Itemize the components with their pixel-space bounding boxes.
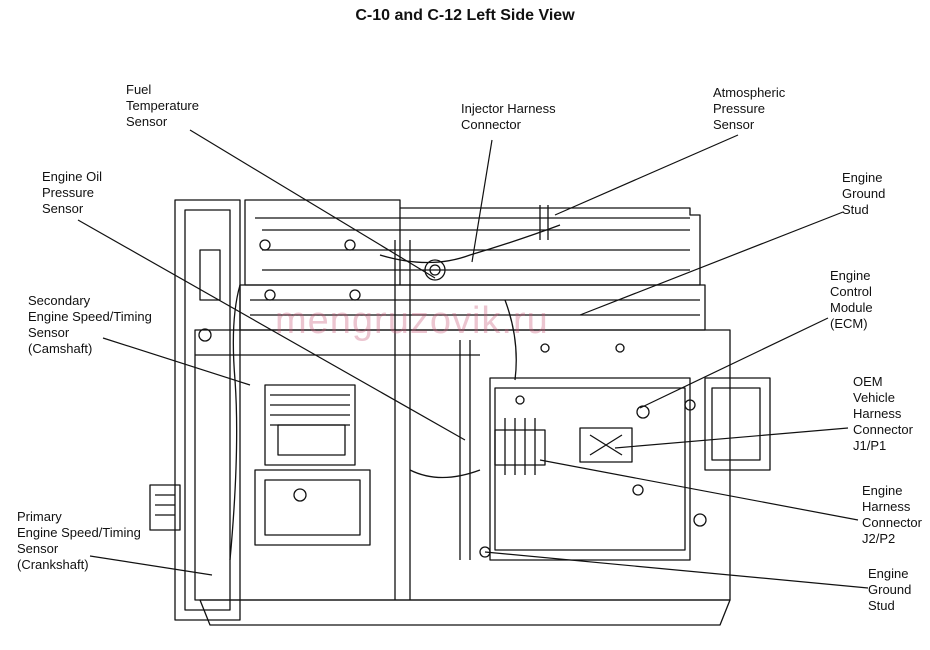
engine-harness-connector-label: Engine Harness Connector J2/P2 — [862, 483, 922, 546]
diagram-title: C-10 and C-12 Left Side View — [355, 7, 575, 24]
engine-ground-stud-top-label: Engine Ground Stud — [842, 170, 886, 217]
ecm-housing — [489, 377, 691, 561]
engine-oil-pressure-sensor-label: Engine Oil Pressure Sensor — [42, 169, 102, 216]
engine-control-module-label: Engine Control Module (ECM) — [830, 268, 873, 331]
engine-ground-stud-bottom-label: Engine Ground Stud — [868, 566, 912, 613]
leader-lines — [77, 129, 869, 589]
front-cover — [174, 199, 241, 621]
oem-vehicle-harness-connector-label: OEM Vehicle Harness Connector J1/P1 — [853, 374, 913, 453]
injector-harness-connector-label: Injector Harness Connector — [461, 101, 556, 132]
secondary-speed-timing-sensor-label: Secondary Engine Speed/Timing Sensor (Ca… — [28, 293, 152, 356]
watermark: mengruzovik.ru — [275, 300, 549, 342]
atmospheric-pressure-sensor-label: Atmospheric Pressure Sensor — [713, 85, 786, 132]
valve-cover — [244, 199, 701, 286]
fuel-temperature-sensor-label: Fuel Temperature Sensor — [126, 82, 199, 129]
primary-speed-timing-sensor-label: Primary Engine Speed/Timing Sensor (Cran… — [17, 509, 141, 572]
oil-pan — [199, 599, 731, 626]
